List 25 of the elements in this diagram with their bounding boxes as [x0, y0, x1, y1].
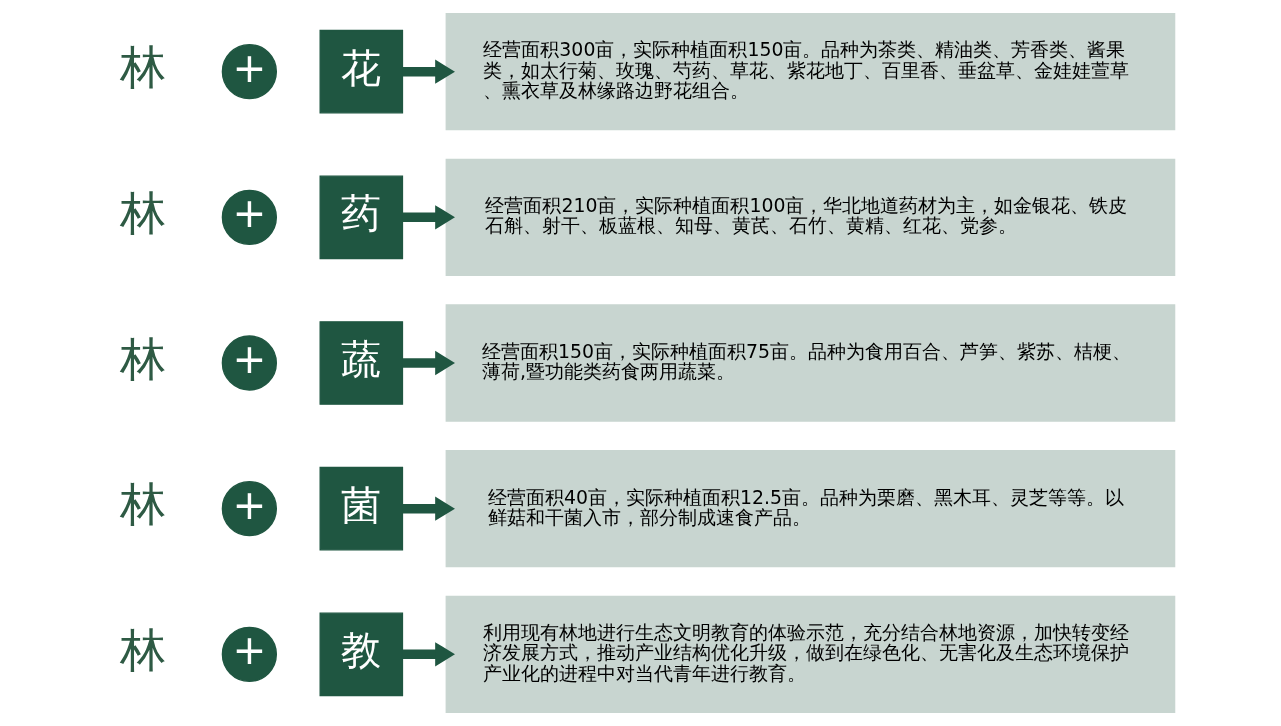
arrow: [402, 350, 455, 376]
node-circle: +: [221, 626, 277, 682]
arrow: [402, 496, 455, 521]
label: 林: [119, 477, 166, 532]
label: 林: [119, 40, 166, 95]
arrow: [402, 205, 455, 230]
node-circle: +: [221, 481, 277, 537]
node-box: 菌: [319, 466, 404, 551]
node-circle: +: [221, 335, 277, 391]
node-box: 花: [319, 29, 404, 114]
node-box: 经营面积210亩，实际种植面积100亩，华北地道药材为主，如金银花、铁皮石斛、射干、板蓝根、知母、黄芪、石竹、黄精、红花、党参。: [445, 158, 1176, 276]
node-circle: +: [221, 44, 277, 100]
node-box: 蔬: [319, 321, 404, 405]
node-box: 利用现有林地进行生态文明教育的体验示范，充分结合林地资源，加快转变经济发展方式，推动产业结构优化升级，做到在绿色化、无害化及生态环境保护产业化的进程中对当代青年进行教育。: [445, 595, 1176, 713]
node-circle: +: [221, 189, 277, 245]
arrow: [402, 59, 455, 84]
arrow: [402, 642, 455, 667]
label: 林: [119, 331, 166, 386]
node-box: 药: [319, 175, 404, 260]
node-box: 经营面积150亩，实际种植面积75亩。品种为食用百合、芦笋、紫苏、桔梗、薄荷,暨功能类药食两用蔬菜。: [445, 304, 1176, 422]
label: 林: [119, 186, 166, 241]
node-box: 经营面积300亩，实际种植面积150亩。品种为茶类、精油类、芳香类、酱果类，如太行菊、玫瑰、芍药、草花、紫花地丁、百里香、垂盆草、金娃娃萱草、熏衣草及林缘路边野花组合。: [445, 13, 1176, 131]
node-box: 教: [319, 612, 404, 697]
label: 林: [119, 623, 166, 678]
node-box: 经营面积40亩，实际种植面积12.5亩。品种为栗磨、黑木耳、灵芝等等。以鲜菇和干菌入市，部分制成速食产品。: [445, 450, 1176, 568]
